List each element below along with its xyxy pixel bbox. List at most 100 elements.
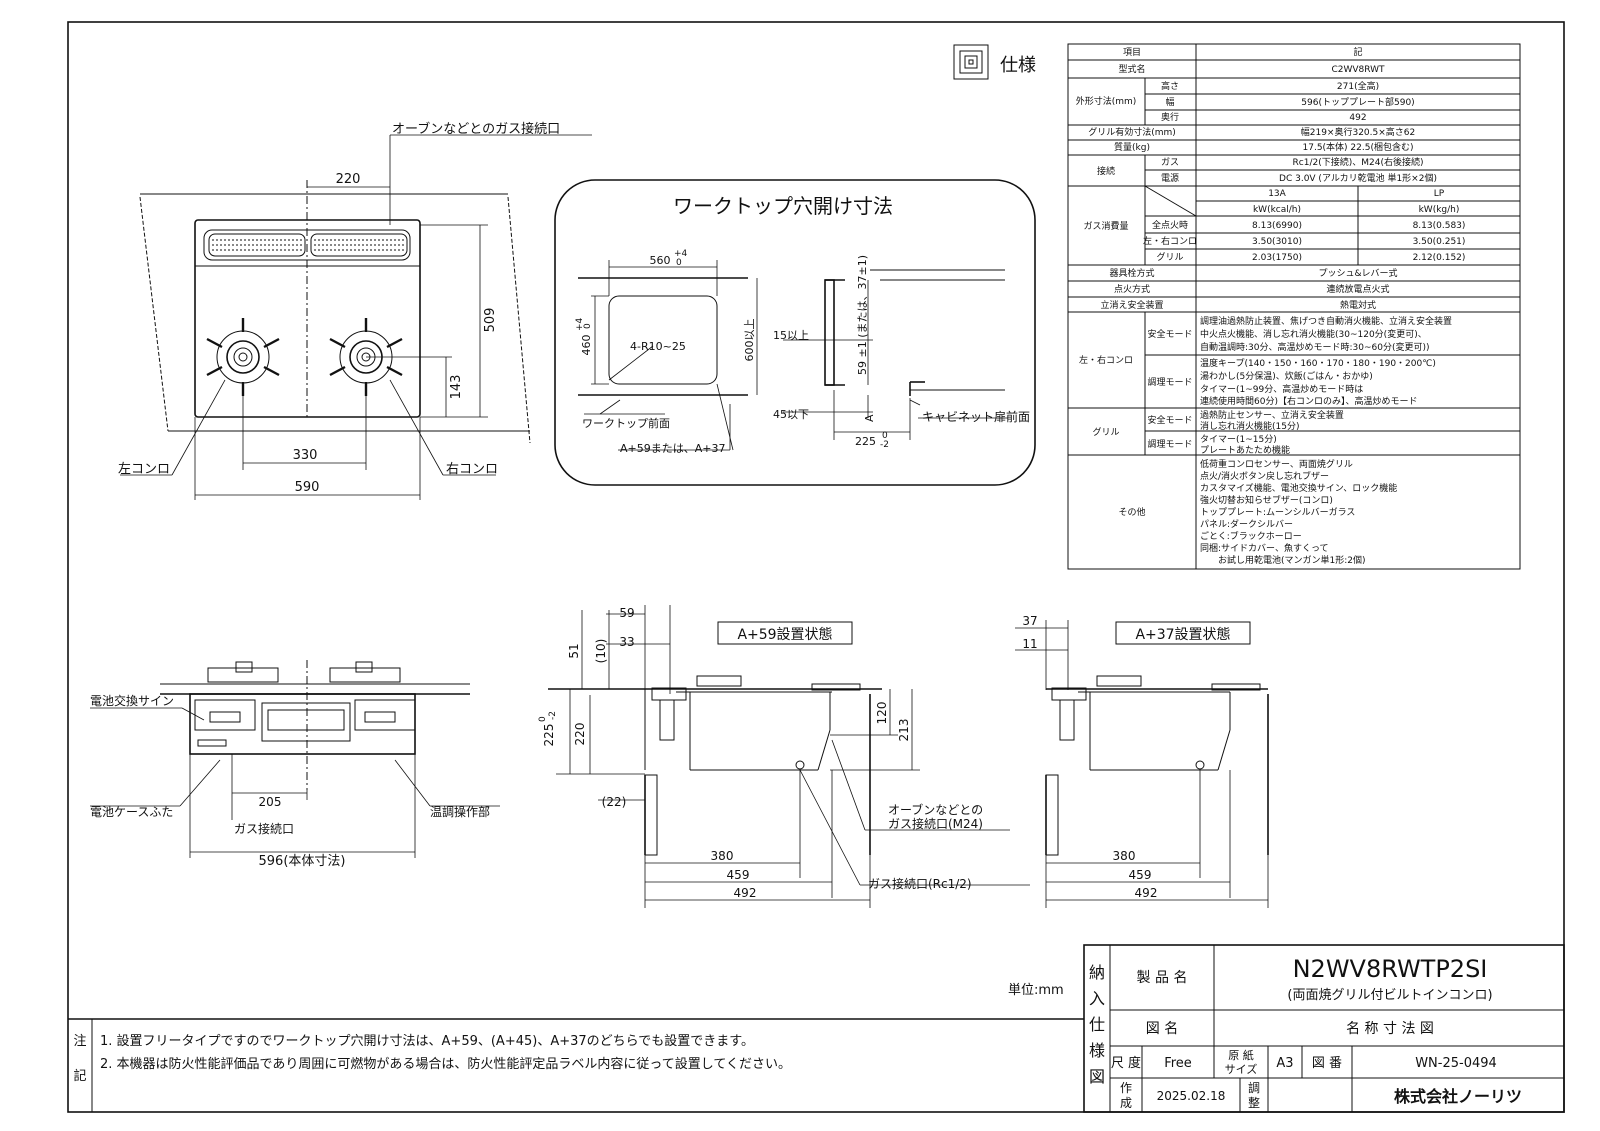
svg-text:8.13(6990): 8.13(6990) bbox=[1252, 221, 1302, 231]
title-block-text: 納 入 仕 様 図 製 品 名 N2WV8RWTP2SI (両面焼グリル付ビルト… bbox=[1089, 955, 1522, 1110]
svg-text:中火点火機能、消し忘れ消火機能(30~120分(変更可)、: 中火点火機能、消し忘れ消火機能(30~120分(変更可)、 bbox=[1200, 328, 1427, 340]
svg-text:8.13(0.583): 8.13(0.583) bbox=[1413, 221, 1466, 231]
svg-text:2025.02.18: 2025.02.18 bbox=[1157, 1089, 1226, 1103]
svg-text:380: 380 bbox=[1113, 849, 1136, 863]
left-burner-icon bbox=[206, 318, 280, 396]
svg-text:2.03(1750): 2.03(1750) bbox=[1252, 253, 1302, 263]
svg-text:お試し用乾電池(マンガン単1形:2個): お試し用乾電池(マンガン単1形:2個) bbox=[1200, 554, 1366, 566]
svg-text:パネル:ダークシルバー: パネル:ダークシルバー bbox=[1200, 518, 1293, 530]
svg-text:グリル: グリル bbox=[1092, 426, 1119, 438]
svg-text:(両面焼グリル付ビルトインコンロ): (両面焼グリル付ビルトインコンロ) bbox=[1287, 988, 1492, 1003]
svg-text:ごとく:ブラックホーロー: ごとく:ブラックホーロー bbox=[1200, 530, 1302, 542]
svg-text:左コンロ: 左コンロ bbox=[118, 462, 170, 477]
svg-text:低荷重コンロセンサー、両面焼グリル: 低荷重コンロセンサー、両面焼グリル bbox=[1200, 458, 1353, 470]
svg-text:グリル: グリル bbox=[1156, 251, 1183, 263]
svg-text:17.5(本体) 22.5(梱包含む): 17.5(本体) 22.5(梱包含む) bbox=[1303, 141, 1414, 153]
svg-text:連続使用時間60分)【右コンロのみ】、高温炒めモード: 連続使用時間60分)【右コンロのみ】、高温炒めモード bbox=[1200, 395, 1417, 407]
svg-text:59 ±1 (または、37±1): 59 ±1 (または、37±1) bbox=[856, 255, 869, 375]
svg-text:kW(kcal/h): kW(kcal/h) bbox=[1253, 205, 1301, 215]
svg-text:電池交換サイン: 電池交換サイン bbox=[90, 693, 174, 708]
svg-text:記: 記 bbox=[1353, 46, 1362, 58]
svg-text:13A: 13A bbox=[1268, 189, 1286, 199]
svg-text:0: 0 bbox=[538, 716, 548, 722]
svg-text:その他: その他 bbox=[1118, 506, 1145, 518]
svg-text:タイマー(1~99分、高温炒めモード時は: タイマー(1~99分、高温炒めモード時は bbox=[1200, 383, 1363, 395]
svg-text:整: 整 bbox=[1248, 1095, 1260, 1110]
svg-text:271(全高): 271(全高) bbox=[1337, 80, 1379, 92]
svg-text:プッシュ&レバー式: プッシュ&レバー式 bbox=[1318, 267, 1397, 279]
svg-text:460: 460 bbox=[580, 335, 593, 356]
svg-text:立消え安全装置: 立消え安全装置 bbox=[1100, 299, 1163, 311]
svg-text:560: 560 bbox=[650, 254, 671, 267]
svg-text:225: 225 bbox=[542, 724, 556, 747]
svg-text:キャビネット扉前面: キャビネット扉前面 bbox=[922, 409, 1030, 424]
svg-text:51: 51 bbox=[567, 643, 581, 658]
svg-text:120: 120 bbox=[875, 702, 889, 725]
svg-text:消し忘れ消火機能(15分): 消し忘れ消火機能(15分) bbox=[1200, 420, 1299, 432]
sheet-border bbox=[67, 21, 1565, 1113]
svg-text:11: 11 bbox=[1022, 637, 1037, 651]
svg-text:連続放電点火式: 連続放電点火式 bbox=[1326, 283, 1389, 295]
svg-text:外形寸法(mm): 外形寸法(mm) bbox=[1076, 95, 1137, 107]
front-view bbox=[90, 660, 500, 858]
svg-text:37: 37 bbox=[1022, 614, 1037, 628]
svg-text:点火方式: 点火方式 bbox=[1114, 283, 1150, 295]
svg-text:幅: 幅 bbox=[1165, 96, 1174, 108]
svg-text:自動温調時:30分、高温炒めモード時:30~60分(変更可): 自動温調時:30分、高温炒めモード時:30~60分(変更可)) bbox=[1200, 341, 1430, 353]
svg-text:ガス接続口(Rc1/2): ガス接続口(Rc1/2) bbox=[868, 876, 972, 891]
svg-text:ワークトップ前面: ワークトップ前面 bbox=[582, 416, 670, 430]
svg-text:プレートあたため機能: プレートあたため機能 bbox=[1200, 444, 1290, 456]
notes-box bbox=[68, 1018, 1084, 1112]
svg-text:電池ケースふた: 電池ケースふた bbox=[90, 805, 173, 819]
side-view-a37 bbox=[1015, 620, 1269, 908]
svg-text:安全モード: 安全モード bbox=[1147, 414, 1192, 426]
svg-text:入: 入 bbox=[1089, 989, 1105, 1008]
svg-text:ガス消費量: ガス消費量 bbox=[1083, 220, 1128, 232]
top-view bbox=[120, 134, 592, 500]
svg-text:サイズ: サイズ bbox=[1225, 1062, 1258, 1076]
svg-text:A+59または、A+37: A+59または、A+37 bbox=[620, 442, 725, 455]
svg-text:A+59設置状態: A+59設置状態 bbox=[737, 627, 832, 643]
svg-text:Rc1/2(下接続)、M24(右後接続): Rc1/2(下接続)、M24(右後接続) bbox=[1293, 156, 1424, 168]
svg-text:湯わかし(5分保温)、炊飯(ごはん・おかゆ): 湯わかし(5分保温)、炊飯(ごはん・おかゆ) bbox=[1200, 370, 1373, 382]
svg-text:高さ: 高さ bbox=[1161, 80, 1179, 92]
svg-text:電源: 電源 bbox=[1161, 173, 1179, 184]
spec-table bbox=[1067, 43, 1521, 570]
svg-text:過熱防止センサー、立消え安全装置: 過熱防止センサー、立消え安全装置 bbox=[1200, 409, 1344, 421]
svg-text:Free: Free bbox=[1164, 1056, 1192, 1071]
svg-text:納: 納 bbox=[1089, 963, 1105, 982]
svg-text:330: 330 bbox=[293, 448, 318, 463]
svg-text:LP: LP bbox=[1434, 189, 1445, 199]
svg-text:2.12(0.152): 2.12(0.152) bbox=[1413, 253, 1466, 263]
svg-text:33: 33 bbox=[619, 635, 634, 649]
side-view-a59-labels: A+59設置状態 59 33 51 (10) 225 0 -2 220 (22)… bbox=[538, 606, 983, 900]
svg-text:-2: -2 bbox=[548, 711, 558, 720]
svg-text:点火/消火ボタン戻し忘れブザー: 点火/消火ボタン戻し忘れブザー bbox=[1200, 470, 1329, 482]
svg-text:タイマー(1~15分): タイマー(1~15分) bbox=[1200, 434, 1277, 445]
svg-text:0: 0 bbox=[882, 431, 888, 441]
svg-text:項目: 項目 bbox=[1123, 47, 1141, 58]
svg-text:図 名: 図 名 bbox=[1146, 1021, 1178, 1037]
svg-text:596(本体寸法): 596(本体寸法) bbox=[259, 854, 346, 869]
svg-text:ガス接続口: ガス接続口 bbox=[234, 821, 294, 836]
product-model: N2WV8RWTP2SI bbox=[1293, 955, 1488, 983]
spec-table-text: 項目 記 型式名 C2WV8RWT 外形寸法(mm) 高さ 271(全高) 幅 … bbox=[1076, 46, 1466, 566]
svg-text:596(トッププレート部590): 596(トッププレート部590) bbox=[1301, 96, 1414, 108]
svg-text:同梱:サイドカバー、魚すくって: 同梱:サイドカバー、魚すくって bbox=[1200, 542, 1329, 554]
spec-icon bbox=[953, 44, 989, 80]
svg-text:A+37設置状態: A+37設置状態 bbox=[1135, 627, 1230, 643]
svg-text:509: 509 bbox=[483, 308, 498, 333]
svg-text:図 番: 図 番 bbox=[1312, 1056, 1342, 1071]
svg-text:安全モード: 安全モード bbox=[1147, 328, 1192, 340]
svg-text:型式名: 型式名 bbox=[1118, 63, 1145, 75]
svg-text:ワークトップ穴開け寸法: ワークトップ穴開け寸法 bbox=[673, 194, 893, 218]
svg-text:3.50(0.251): 3.50(0.251) bbox=[1413, 237, 1466, 247]
note-2: 2. 本機器は防火性能評価品であり周囲に可燃物がある場合は、防火性能評定品ラベル… bbox=[100, 1056, 791, 1072]
svg-text:オーブンなどとのガス接続口: オーブンなどとのガス接続口 bbox=[392, 121, 560, 137]
svg-text:WN-25-0494: WN-25-0494 bbox=[1415, 1056, 1497, 1071]
svg-text:成: 成 bbox=[1120, 1096, 1132, 1110]
svg-text:右コンロ: 右コンロ bbox=[446, 462, 498, 477]
svg-text:0: 0 bbox=[676, 258, 682, 268]
svg-text:名 称 寸 法 図: 名 称 寸 法 図 bbox=[1346, 1021, 1434, 1037]
